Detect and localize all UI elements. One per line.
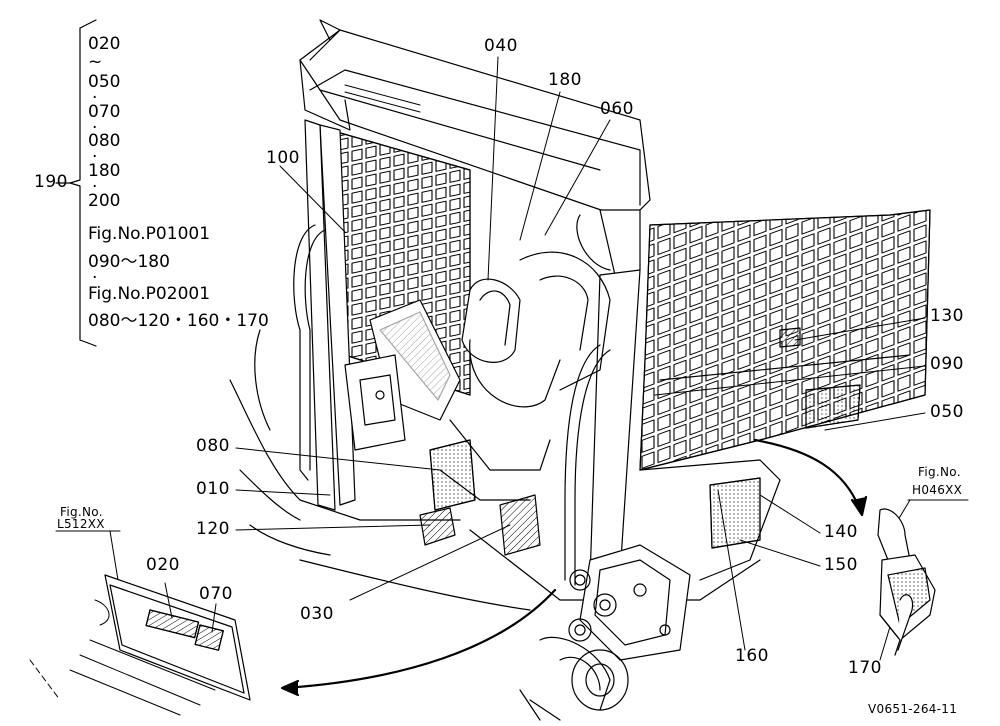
- legend-item: 020: [88, 34, 121, 54]
- callout-030: 030: [300, 604, 334, 624]
- callout-170: 170: [848, 658, 882, 678]
- inset-joystick-right: [877, 499, 969, 656]
- callout-160: 160: [735, 646, 769, 666]
- legend-item: 050: [88, 72, 121, 92]
- callout-040: 040: [484, 36, 518, 56]
- leader-lines: [235, 56, 926, 661]
- legend-item: ·: [92, 177, 98, 197]
- legend-item: ·: [92, 118, 98, 138]
- callout-050: 050: [930, 402, 964, 422]
- legend-item: ·: [92, 147, 98, 167]
- legend-item: ~: [88, 52, 103, 72]
- callout-100: 100: [266, 148, 300, 168]
- reference-arrows: [280, 438, 868, 697]
- legend-item: 090～180: [88, 252, 170, 272]
- callout-180: 180: [548, 70, 582, 90]
- inset-left-callout-020: 020: [146, 555, 180, 575]
- legend-item: 080～120・160・170: [88, 311, 269, 331]
- callout-140: 140: [824, 522, 858, 542]
- inset-left-fig-label: Fig.No.: [60, 505, 103, 519]
- legend-bracket: [55, 19, 97, 347]
- legend-item: 080: [88, 131, 121, 151]
- lower-body: [229, 327, 861, 611]
- callout-150: 150: [824, 555, 858, 575]
- legend-item: ·: [92, 88, 98, 108]
- inset-right-fig-label: Fig.No.: [918, 465, 961, 479]
- legend-item: 200: [88, 191, 121, 211]
- drawing-code: V0651-264-11: [868, 702, 958, 716]
- callout-010: 010: [196, 479, 230, 499]
- inset-left-callout-070: 070: [199, 584, 233, 604]
- legend-item: Fig.No.P02001: [88, 284, 211, 304]
- inset-panel-left: [29, 530, 251, 716]
- legend-item: Fig.No.P01001: [88, 224, 211, 244]
- legend-item: 070: [88, 102, 121, 122]
- legend-ref-number: 190: [34, 172, 68, 192]
- callout-080: 080: [196, 436, 230, 456]
- inset-right-fig-number: H046XX: [912, 483, 963, 497]
- callout-120: 120: [196, 519, 230, 539]
- legend-item: ·: [92, 268, 98, 288]
- rops-frame: [299, 19, 651, 581]
- callout-130: 130: [930, 306, 964, 326]
- hydraulic-couplers: [519, 544, 691, 721]
- callout-090: 090: [930, 354, 964, 374]
- legend-item: 180: [88, 161, 121, 181]
- inset-left-fig-number: L512XX: [57, 517, 105, 531]
- callout-060: 060: [600, 99, 634, 119]
